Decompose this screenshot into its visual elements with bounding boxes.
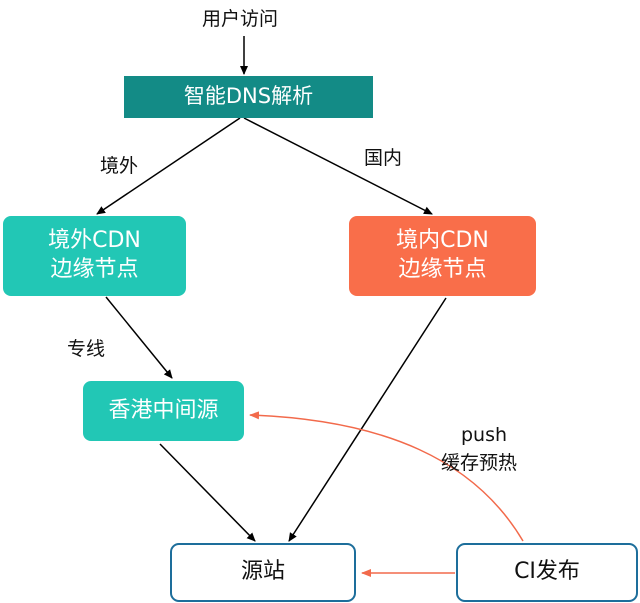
- smart-dns-label: 智能DNS解析: [183, 84, 314, 109]
- arrow-hk-to-origin: [159, 443, 256, 542]
- label-dedicated-line: 专线: [67, 338, 106, 360]
- label-push: push: [461, 424, 508, 446]
- arrow-ci-push-to-hk: [249, 411, 524, 542]
- label-user-access: 用户访问: [202, 8, 279, 30]
- label-domestic: 国内: [364, 147, 403, 169]
- label-cache-warmup: 缓存预热: [441, 452, 518, 474]
- arrow-overseas-cdn-to-hk: [105, 296, 173, 379]
- label-overseas: 境外: [100, 155, 139, 177]
- ci-release-label: CI发布: [514, 559, 580, 585]
- domestic-cdn-edge-node: 境内CDN 边缘节点: [349, 216, 536, 296]
- hk-origin-label: 香港中间源: [108, 397, 219, 423]
- domestic-cdn-subtitle: 边缘节点: [398, 257, 487, 282]
- origin-server-label: 源站: [240, 559, 285, 585]
- arrow-dns-to-overseas-cdn: [96, 117, 241, 215]
- origin-server-box: 源站: [170, 543, 356, 602]
- domestic-cdn-title: 境内CDN: [396, 228, 489, 254]
- arrow-domestic-cdn-to-origin: [288, 297, 447, 542]
- arrow-dns-to-domestic-cdn: [243, 117, 433, 215]
- overseas-cdn-edge-node: 境外CDN 边缘节点: [3, 216, 186, 296]
- hk-intermediate-origin: 香港中间源: [83, 381, 244, 441]
- overseas-cdn-title: 境外CDN: [48, 228, 141, 254]
- overseas-cdn-subtitle: 边缘节点: [50, 257, 139, 282]
- smart-dns-box: 智能DNS解析: [124, 76, 373, 118]
- ci-release-box: CI发布: [456, 543, 638, 602]
